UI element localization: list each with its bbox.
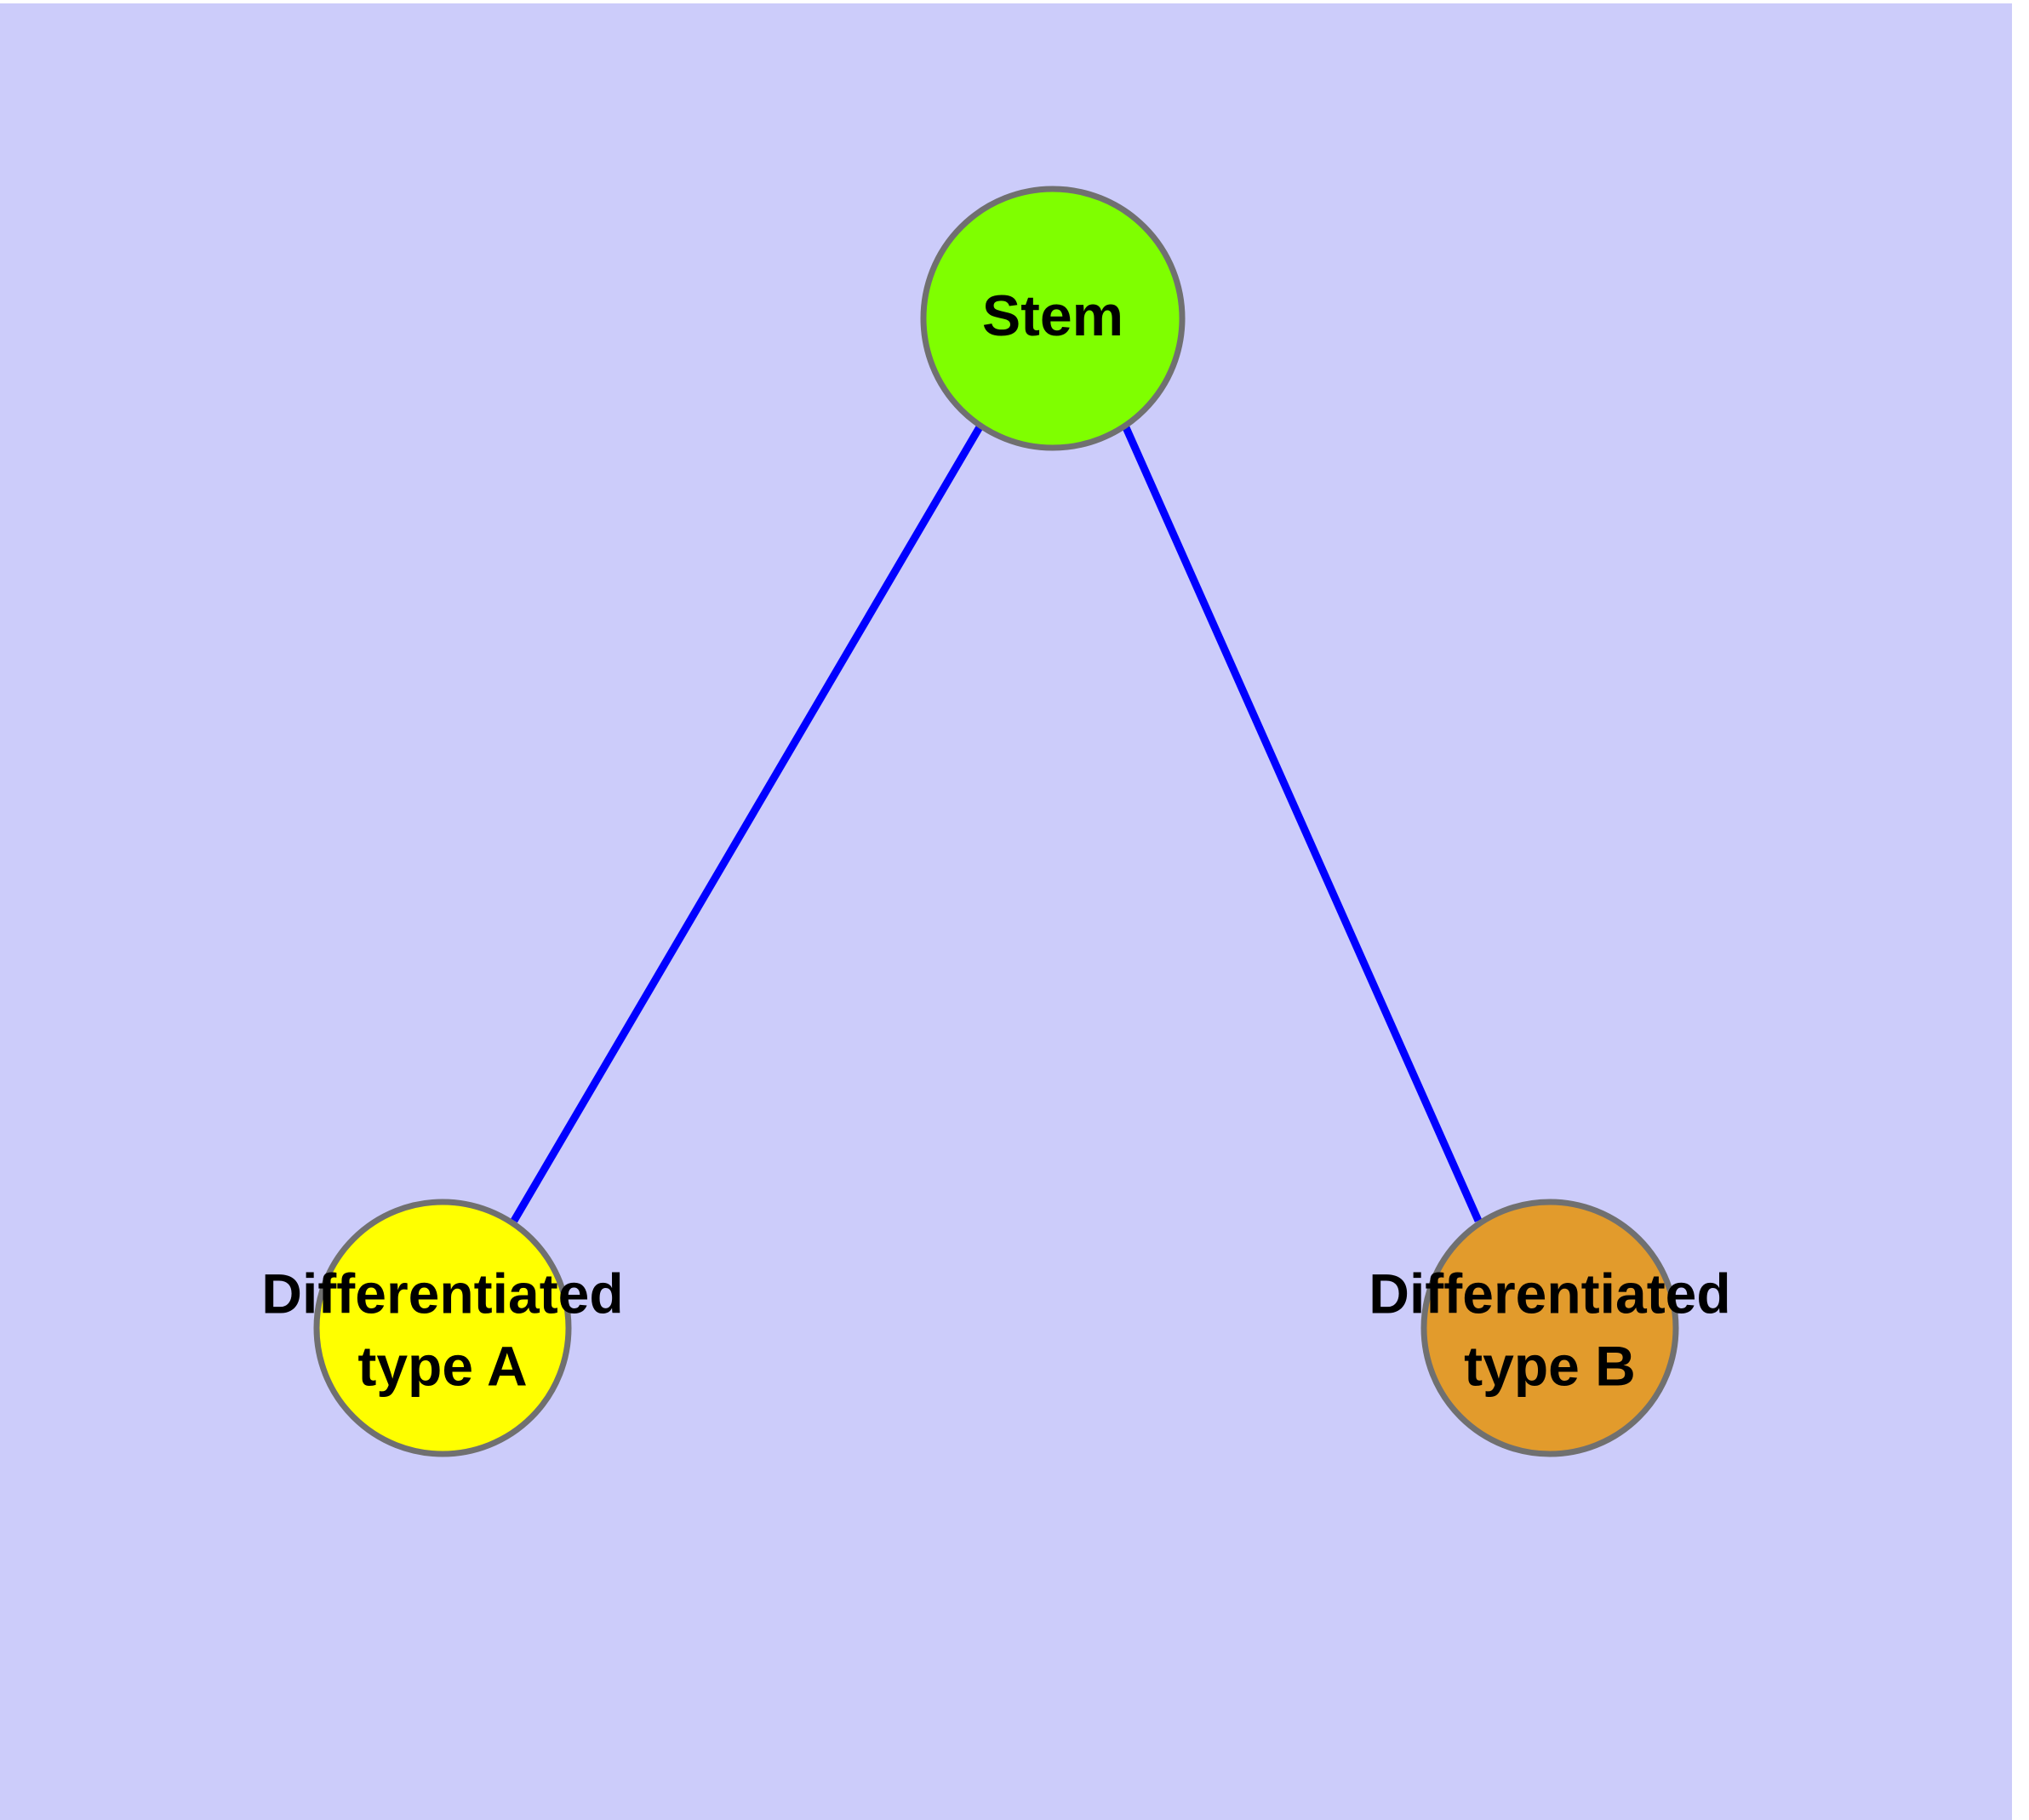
node-stem[interactable] bbox=[920, 186, 1186, 451]
node-label-diff-a-line2: type A bbox=[357, 1334, 527, 1397]
label-layer: Stem Differentiated type A Differentiate… bbox=[261, 283, 1730, 1397]
node-label-stem: Stem bbox=[982, 283, 1123, 348]
node-circle-stem[interactable] bbox=[920, 186, 1186, 451]
edge-stem-to-diff-a[interactable] bbox=[511, 423, 984, 1223]
node-diff-a[interactable] bbox=[313, 1199, 572, 1457]
node-circle-diff-b[interactable] bbox=[1420, 1199, 1679, 1457]
node-circle-diff-a[interactable] bbox=[313, 1199, 572, 1457]
node-label-diff-a-line1: Differentiated bbox=[261, 1262, 623, 1325]
node-diff-b[interactable] bbox=[1420, 1199, 1679, 1457]
edge-stem-to-diff-b[interactable] bbox=[1121, 424, 1483, 1222]
node-label-diff-b-line2: type B bbox=[1464, 1334, 1636, 1397]
node-label-diff-b-line1: Differentiated bbox=[1369, 1262, 1730, 1325]
edge-layer bbox=[511, 423, 1483, 1223]
